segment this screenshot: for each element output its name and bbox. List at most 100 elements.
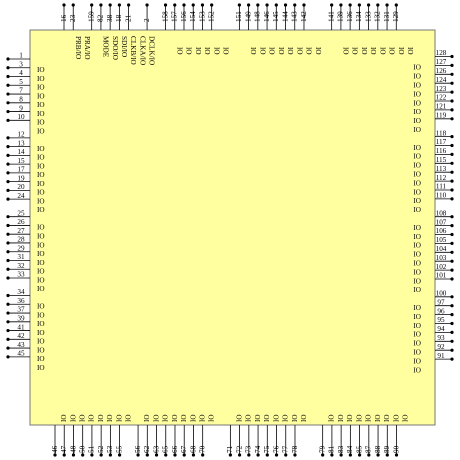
pin-dot <box>173 3 177 7</box>
pin-dot <box>6 145 10 149</box>
pin-dot <box>376 453 380 457</box>
pin-dot <box>450 108 454 112</box>
pin-dot <box>450 99 454 103</box>
io-label: IO <box>413 242 421 250</box>
io-label: IO <box>328 414 336 422</box>
pin-number: 129 <box>392 11 400 22</box>
pin-number: 77 <box>282 445 290 453</box>
pin-dot <box>6 118 10 122</box>
pin-number: 118 <box>436 129 447 137</box>
left-pin: 41 <box>6 323 30 333</box>
pin-dot <box>164 453 168 457</box>
pin-dot <box>238 453 242 457</box>
pin-dot <box>6 320 10 324</box>
io-label: IO <box>37 285 45 293</box>
pin-dot <box>247 3 251 7</box>
pin-dot <box>450 179 454 183</box>
bottom-pin: 84 <box>346 425 354 457</box>
io-label: IO <box>413 251 421 259</box>
pin-dot <box>293 453 297 457</box>
right-pin: 108 <box>435 209 454 219</box>
left-pin: 32 <box>6 262 30 271</box>
pin-number: 16 <box>60 14 68 22</box>
left-pin: 34 <box>6 288 30 298</box>
pin-dot <box>6 267 10 271</box>
pin-number: 151 <box>235 11 243 22</box>
io-label: IO <box>37 364 45 372</box>
pin-number: 9 <box>19 104 23 112</box>
pin-dot <box>450 117 454 121</box>
signal-label: IO <box>268 47 276 55</box>
signal-label: IO <box>203 47 211 55</box>
pin-dot <box>6 153 10 157</box>
pin-dot <box>247 453 251 457</box>
pin-number: 12 <box>17 131 25 139</box>
right-pin: 97 <box>435 298 454 308</box>
left-pin: 10 <box>6 113 30 122</box>
pin-dot <box>90 3 94 7</box>
left-pin: 8 <box>6 96 30 105</box>
top-pin: 159 <box>87 3 95 30</box>
left-pin: 20 <box>6 183 30 192</box>
io-label: IO <box>180 414 188 422</box>
pin-number: 56 <box>134 445 142 453</box>
pin-dot <box>450 313 454 317</box>
io-label: IO <box>37 127 45 135</box>
io-label: IO <box>383 414 391 422</box>
io-label: IO <box>37 197 45 205</box>
pin-number: 131 <box>383 11 391 22</box>
signal-label: IO <box>351 47 359 55</box>
pin-number: 143 <box>291 11 299 22</box>
pin-dot <box>6 57 10 61</box>
bottom-pin: 62 <box>143 425 151 457</box>
pin-dot <box>6 223 10 228</box>
pin-number: 41 <box>17 323 25 331</box>
pin-number: 73 <box>245 445 253 453</box>
pin-dot <box>321 453 325 457</box>
pin-number: 46 <box>51 445 59 453</box>
right-pin: 96 <box>435 307 454 317</box>
pin-number: 23 <box>69 14 77 22</box>
right-pin: 119 <box>435 112 454 121</box>
left-pin: 25 <box>6 209 30 219</box>
io-label: IO <box>37 233 45 241</box>
right-pin: 112 <box>435 174 454 183</box>
pin-number: 128 <box>436 49 447 57</box>
bottom-pin: 79 <box>318 425 326 457</box>
pin-number: 142 <box>300 11 308 22</box>
right-pin: 122 <box>435 94 454 103</box>
io-label: IO <box>413 331 421 339</box>
bottom-pin: 73 <box>245 425 253 457</box>
left-pin: 26 <box>6 218 30 228</box>
pin-dot <box>182 453 186 457</box>
top-pin: 18 <box>115 3 123 30</box>
pin-dot <box>6 311 10 315</box>
io-label: IO <box>413 82 421 90</box>
pin-dot <box>6 355 10 359</box>
bottom-pin: 66 <box>171 425 179 457</box>
io-label: IO <box>413 126 421 134</box>
pin-dot <box>302 3 306 7</box>
pin-number: 31 <box>17 253 25 261</box>
left-pin: 3 <box>6 60 30 70</box>
pin-dot <box>330 3 334 7</box>
pin-dot <box>450 241 454 245</box>
bottom-pin: 85 <box>355 425 363 457</box>
io-label: IO <box>171 414 179 422</box>
pin-dot <box>136 453 140 457</box>
io-label: IO <box>37 110 45 118</box>
signal-label: MODE <box>102 36 110 58</box>
pin-dot <box>145 453 149 457</box>
pin-dot <box>6 232 10 236</box>
left-pin: 5 <box>6 78 30 87</box>
pin-number: 50 <box>78 445 86 453</box>
signal-label: IO <box>388 47 396 55</box>
pin-number: 45 <box>17 350 25 358</box>
left-pin: 9 <box>6 104 30 114</box>
pin-number: 89 <box>383 445 391 453</box>
pin-dot <box>450 170 454 174</box>
top-pin: 133 <box>364 3 372 30</box>
